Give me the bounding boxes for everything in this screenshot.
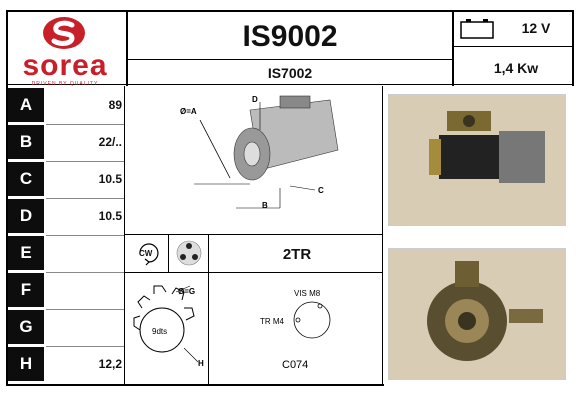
row-value-c: 10.5: [98, 172, 122, 186]
diagram-right-divider: [382, 86, 383, 386]
starter-dimension-diagram: Ø=A D B C: [180, 95, 339, 210]
tr-label: TR M4: [260, 317, 285, 326]
dim-c-label: C: [318, 186, 324, 195]
row-label-a: A: [8, 88, 44, 122]
row-label-h: H: [8, 347, 44, 381]
header-divider: [6, 84, 574, 85]
starter-photo-front-image: [427, 261, 543, 361]
frame-left: [6, 10, 8, 386]
reference-number: IS7002: [267, 65, 313, 81]
part-number: IS9002: [242, 20, 338, 53]
row-label-e: E: [8, 236, 44, 270]
rotation-label: CW: [139, 249, 153, 258]
starter-photo-front: [388, 248, 566, 380]
row-label-c: C: [8, 162, 44, 196]
voltage-value: 12 V: [521, 20, 551, 36]
frame-bottom: [6, 384, 384, 386]
row-value-h: 12,2: [98, 357, 122, 371]
code-divider: [128, 59, 452, 60]
volt-divider: [454, 46, 574, 47]
dim-d-label: D: [252, 95, 258, 104]
row-label-g: G: [8, 310, 44, 344]
terminal-diagram: VIS M8 TR M4 C074: [260, 289, 331, 371]
pinion-divider: [208, 234, 209, 386]
battery-icon: [460, 19, 494, 39]
row-separator: [46, 272, 124, 273]
mount-divider: [124, 272, 382, 273]
row-value-b: 22/..: [98, 135, 122, 149]
row-separator: [46, 346, 124, 347]
terminal-code: C074: [282, 359, 308, 371]
pinion-g-label: Ø=G: [178, 287, 195, 296]
row-label-b: B: [8, 125, 44, 159]
row-separator: [46, 309, 124, 310]
brand-name: sorea: [22, 49, 108, 82]
row-separator: [46, 235, 124, 236]
diagram-bottom-divider: [124, 234, 382, 235]
frame-top: [6, 10, 574, 12]
pinion-gear-diagram: Ø=G 9dts H: [133, 285, 204, 368]
vis-label: VIS M8: [294, 289, 321, 298]
row-label-d: D: [8, 199, 44, 233]
spec-divider: [452, 12, 454, 86]
pinion-teeth-label: 9dts: [152, 327, 167, 336]
values-divider: [124, 86, 125, 386]
frame-right: [572, 10, 574, 86]
three-hole-flange-icon: [176, 240, 202, 266]
dim-b-label: B: [262, 201, 268, 210]
row-value-d: 10.5: [98, 209, 122, 223]
brand-logo: sorea DRIVEN BY QUALITY: [6, 12, 124, 87]
row-value-a: 89: [108, 98, 122, 112]
power-value: 1,4 Kw: [493, 60, 539, 76]
starter-photo-side: [388, 94, 566, 226]
row-separator: [46, 198, 124, 199]
row-label-f: F: [8, 273, 44, 307]
brand-tagline: DRIVEN BY QUALITY: [31, 81, 99, 87]
row-separator: [46, 161, 124, 162]
dim-a-label: Ø=A: [180, 107, 197, 116]
pinion-h-label: H: [198, 359, 204, 368]
sorea-emblem-icon: [43, 17, 85, 49]
cw-divider: [168, 234, 169, 272]
rotation-arrow-icon: [139, 243, 159, 266]
row-separator: [46, 124, 124, 125]
mount-code: 2TR: [282, 246, 312, 263]
starter-photo-side-image: [429, 111, 545, 183]
logo-divider: [126, 12, 128, 86]
